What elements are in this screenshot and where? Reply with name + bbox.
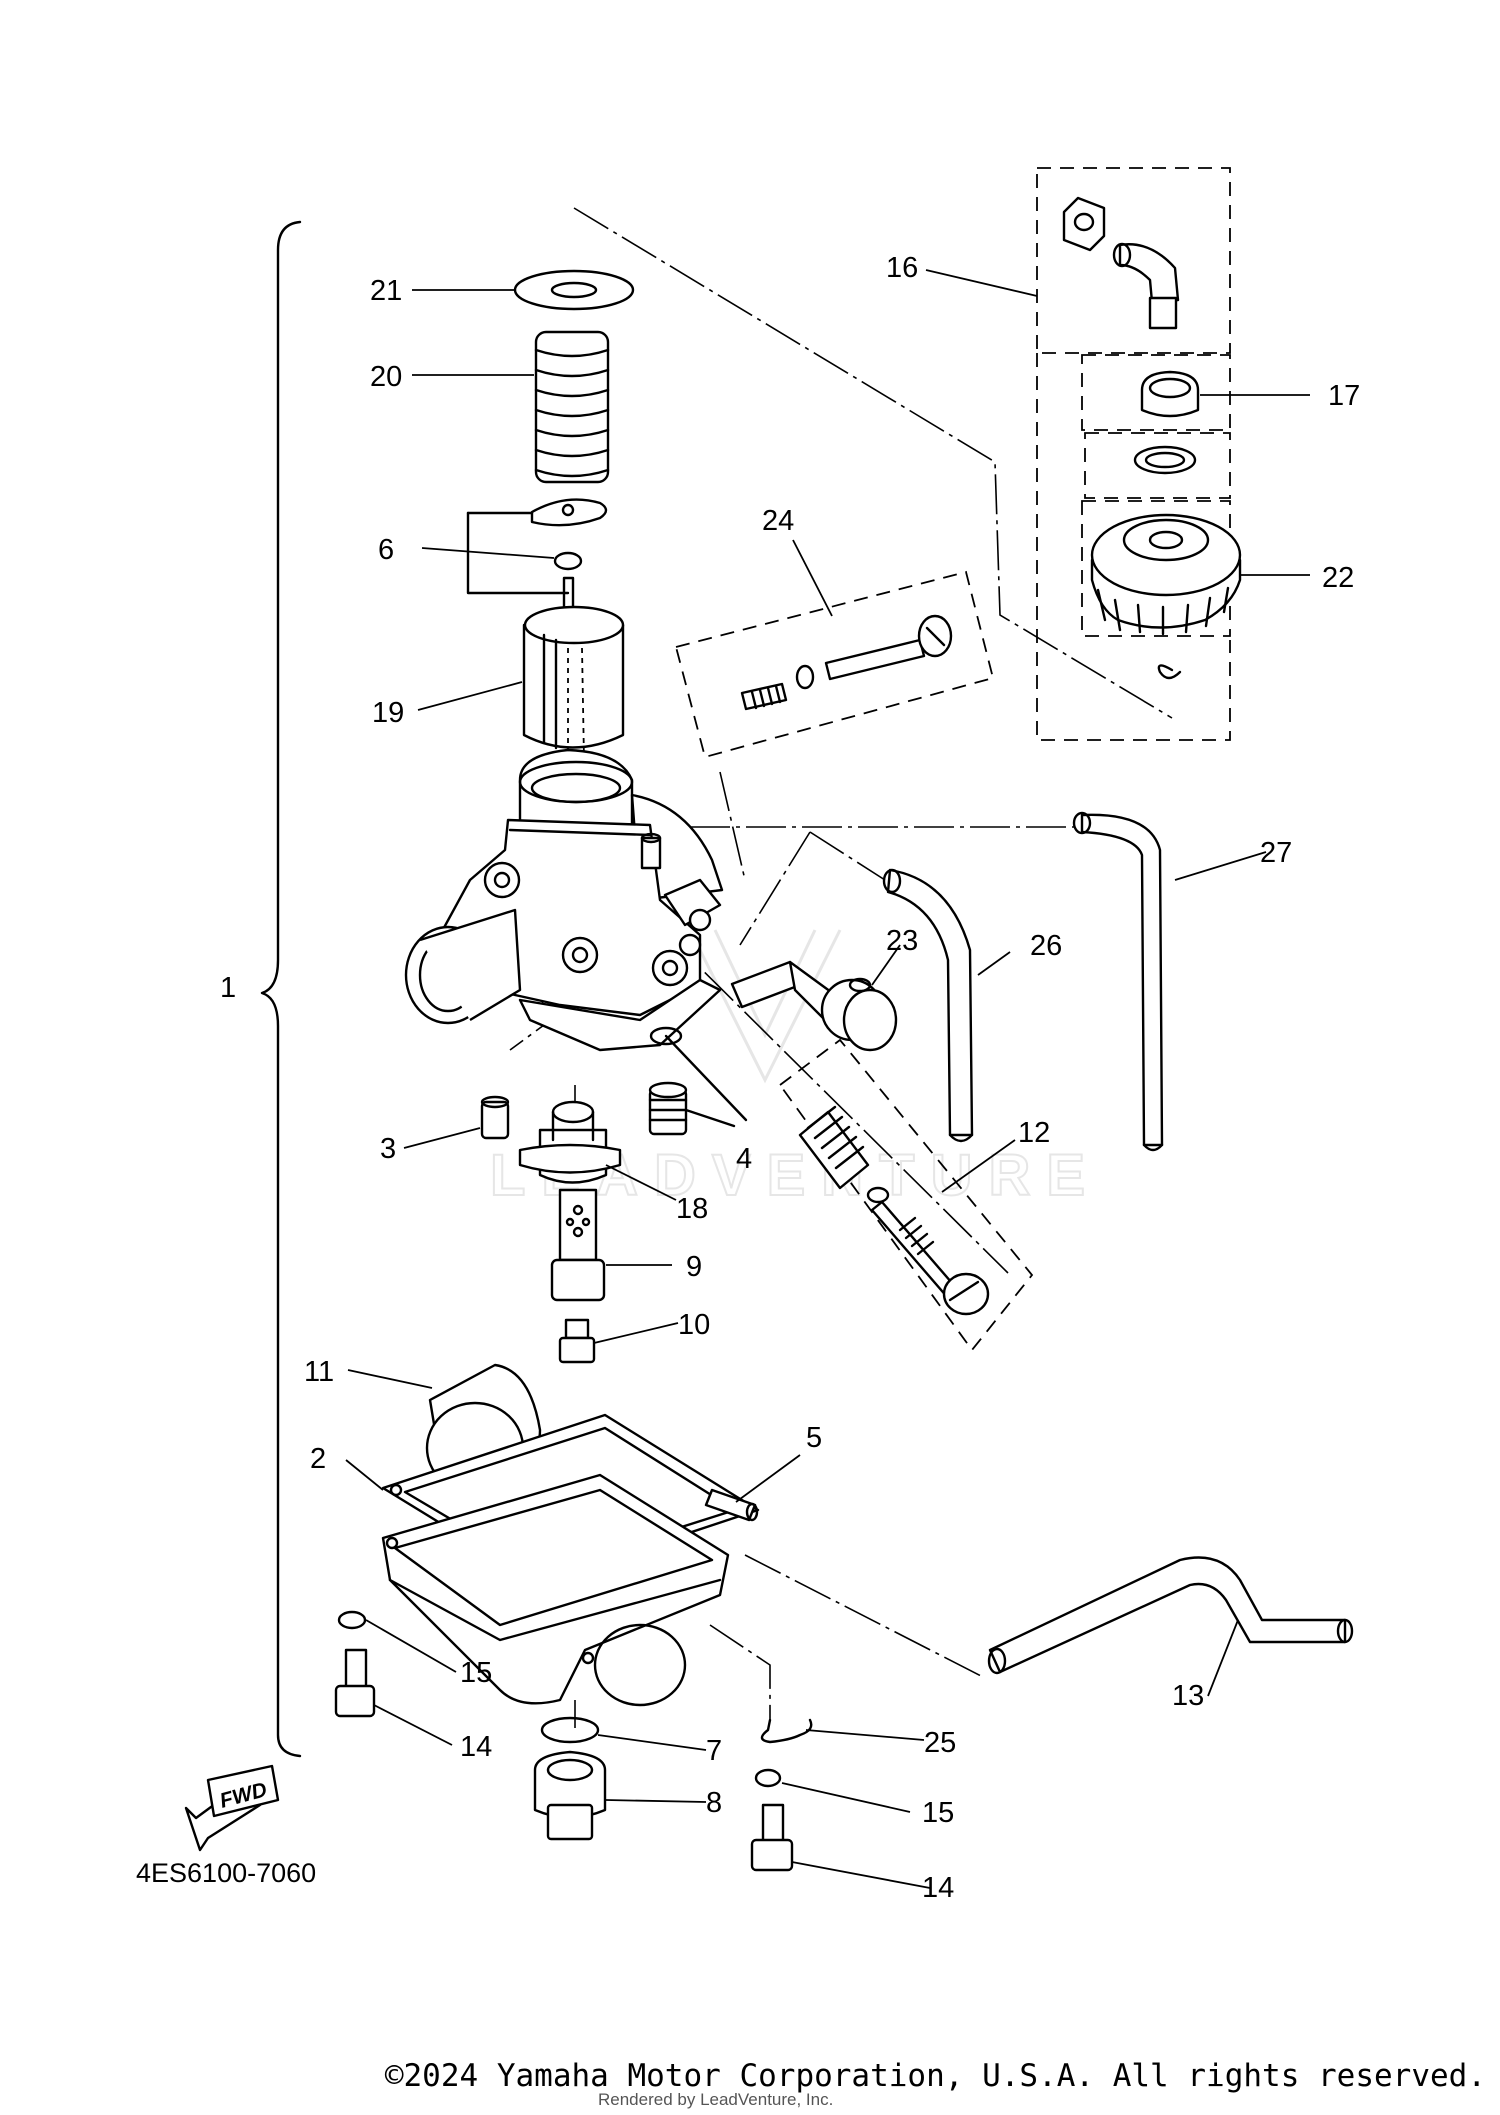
washer-part [513,269,635,311]
callout-8: 8 [706,1787,722,1819]
callout-9: 9 [686,1251,702,1283]
callout-16: 16 [886,252,918,284]
callout-11: 11 [304,1356,334,1388]
callout-21: 21 [370,275,402,307]
callout-18: 18 [676,1193,708,1225]
callout-7: 7 [706,1735,722,1767]
callout-10: 10 [678,1309,710,1341]
callout-14-right: 14 [922,1872,954,1904]
callout-14-left: 14 [460,1731,492,1763]
callout-17: 17 [1328,380,1360,412]
callout-15-left: 15 [460,1657,492,1689]
callout-27: 27 [1260,837,1292,869]
starter-plunger-part [730,960,898,1052]
pilot-jet-part [480,1095,510,1140]
callout-1: 1 [220,972,236,1004]
circlip-part [1157,664,1182,680]
throttle-spring-part [534,330,610,484]
copyright-notice: ©2024 Yamaha Motor Corporation, U.S.A. A… [384,2058,1486,2094]
callout-labels: 1 2 3 4 5 6 7 8 9 10 11 12 13 14 14 15 1… [220,252,1360,1904]
callout-23: 23 [886,925,918,957]
figure-code: 4ES6100-7060 [136,1858,316,1888]
pilot-screw-part [798,1105,990,1316]
callout-5: 5 [806,1422,822,1454]
float-chamber-part [381,1473,730,1707]
plug-part [648,1026,748,1136]
throttle-valve-part [522,605,625,761]
needle-jet-holder-part [518,1100,622,1184]
washer-part-right [754,1768,782,1788]
callout-3: 3 [380,1133,396,1165]
cap-part [1140,370,1200,418]
callout-24: 24 [762,505,794,537]
o-ring-part [540,1716,600,1744]
screw-part-right [750,1803,794,1872]
callout-20: 20 [370,361,402,393]
main-jet-holder-part [550,1188,606,1302]
washer-part-left [337,1610,367,1630]
leader-lines [345,269,1310,1889]
clip-part [760,1718,813,1744]
drain-hose-part [987,1556,1354,1675]
callout-4: 4 [736,1143,752,1175]
fwd-arrow-icon [184,1764,280,1852]
rendered-by-notice: Rendered by LeadVenture, Inc. [598,2090,834,2109]
screw-part-left [334,1648,376,1718]
pipe-joint-part [1062,196,1180,330]
assembly-brace [260,220,302,1758]
main-jet-part [558,1318,596,1364]
mixing-chamber-top-part [1090,513,1242,636]
callout-2: 2 [310,1443,326,1475]
callout-12: 12 [1018,1117,1050,1149]
callout-15-right: 15 [922,1797,954,1829]
drain-plug-part [533,1750,607,1841]
vent-hose-part [1072,811,1164,1152]
callout-19: 19 [372,697,404,729]
float-pin-part [704,1488,759,1522]
callout-22: 22 [1322,562,1354,594]
callout-25: 25 [924,1727,956,1759]
part-group-boxes [674,167,1231,1352]
callout-26: 26 [1030,930,1062,962]
callout-6: 6 [378,534,394,566]
throttle-stop-screw-part [740,614,953,711]
overflow-hose-part [882,868,974,1143]
gasket-ring-part [1133,445,1197,475]
carburetor-body-part [404,748,724,1052]
callout-13: 13 [1172,1680,1204,1712]
